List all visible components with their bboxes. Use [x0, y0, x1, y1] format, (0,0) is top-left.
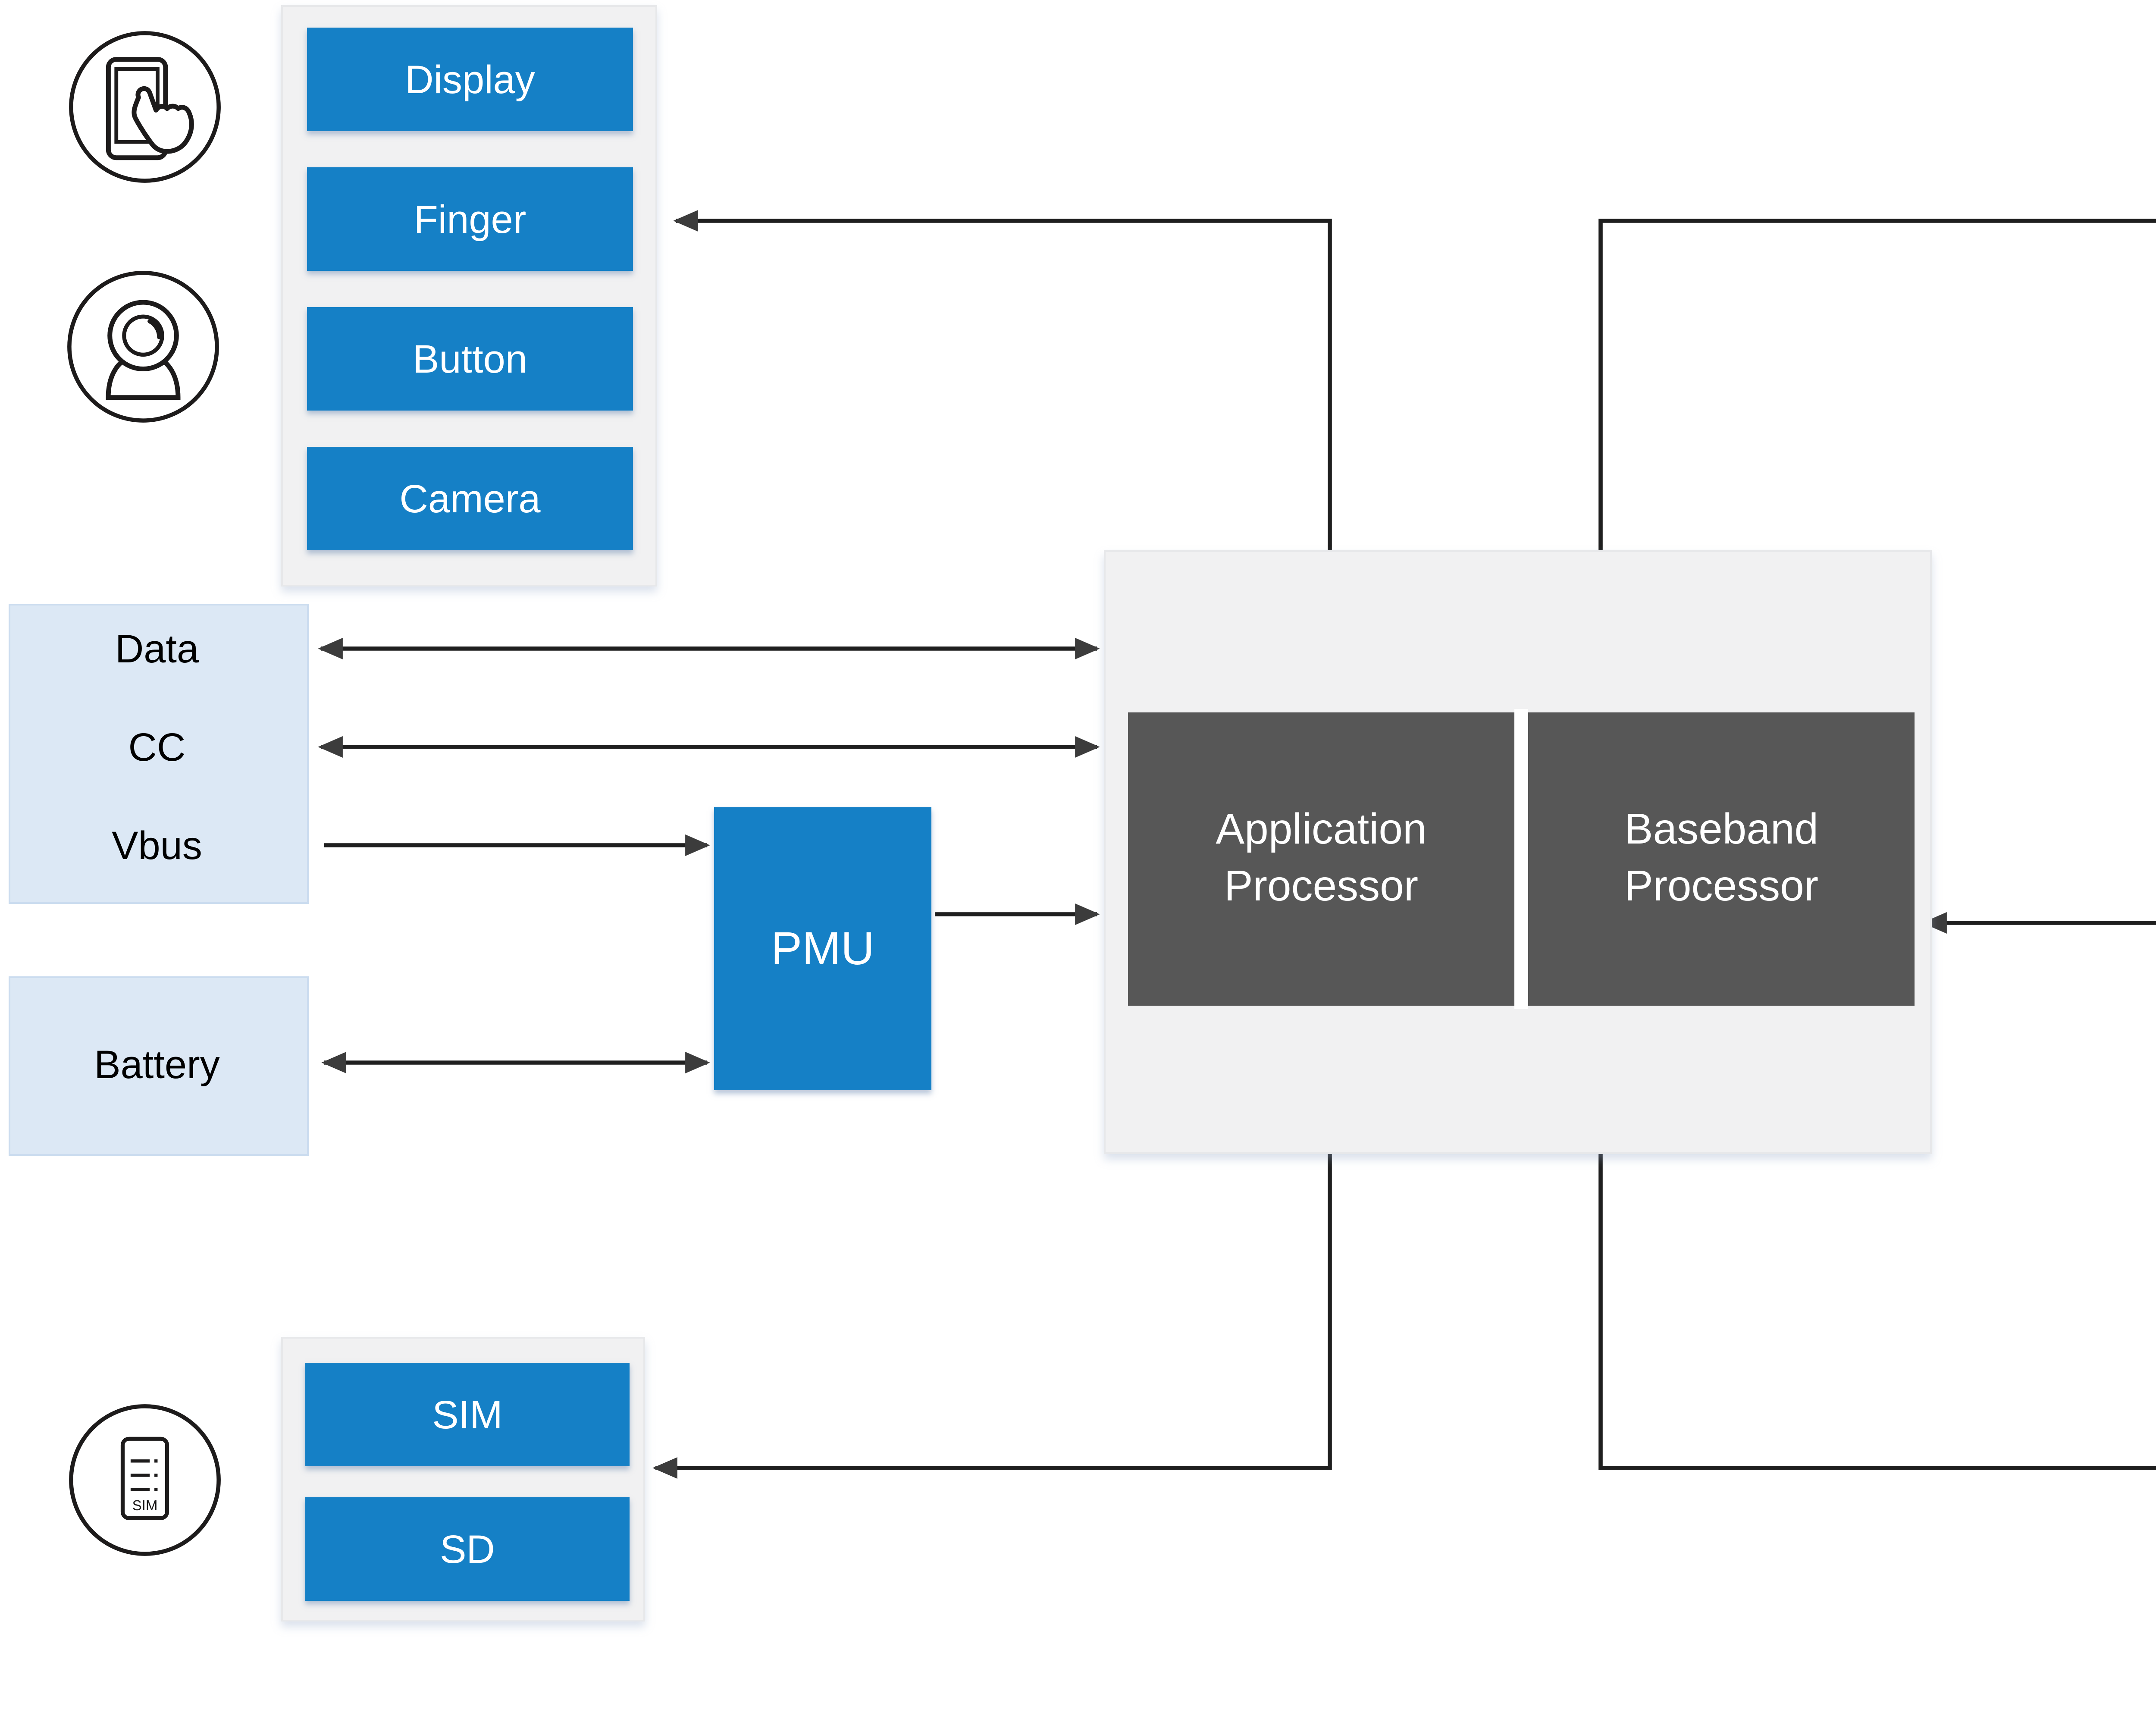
- button-box: Button: [307, 307, 633, 411]
- display-box: Display: [307, 28, 633, 131]
- usb-signals-box: [9, 604, 309, 904]
- cc-label: CC: [128, 724, 186, 769]
- battery-box: [9, 976, 309, 1156]
- baseband-processor-box: Baseband Processor: [1528, 712, 1915, 1006]
- application-processor-box: Application Processor: [1128, 712, 1514, 1006]
- arrow-processor-wireless: [1598, 219, 2156, 550]
- vbus-label: Vbus: [112, 823, 202, 868]
- webcam-icon: [64, 267, 222, 426]
- arrow-processor-audio: [1598, 1151, 2156, 1470]
- camera-box: Camera: [307, 447, 633, 550]
- application-processor-label: Application Processor: [1216, 806, 1427, 911]
- processor-divider: [1514, 709, 1528, 1009]
- sim-card-icon: SIM: [66, 1401, 224, 1559]
- battery-label: Battery: [94, 1042, 220, 1087]
- arrow-processor-storage: [652, 1151, 1332, 1479]
- sd-box: SD: [305, 1497, 630, 1601]
- sim-box: SIM: [305, 1363, 630, 1466]
- finger-box: Finger: [307, 167, 633, 271]
- touch-tablet-icon: [66, 28, 224, 186]
- sim-icon-label: SIM: [132, 1498, 158, 1514]
- pmu-box: PMU: [714, 807, 931, 1090]
- baseband-processor-label: Baseband Processor: [1624, 806, 1819, 911]
- arrow-processor-peripherals: [673, 210, 1332, 550]
- data-label: Data: [115, 626, 199, 671]
